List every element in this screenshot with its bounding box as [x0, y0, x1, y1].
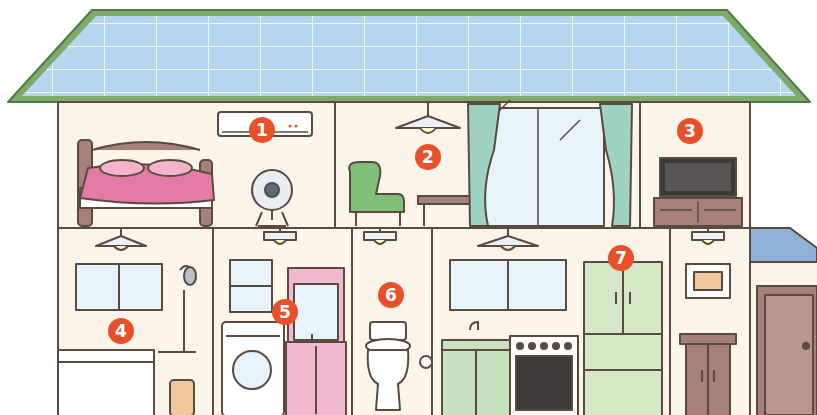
callout-number: 1	[249, 117, 275, 143]
callout-number: 2	[415, 144, 441, 170]
callout-number: 4	[108, 318, 134, 344]
callout-number: 7	[608, 245, 634, 271]
callout-number: 5	[272, 299, 298, 325]
callout-number: 6	[378, 282, 404, 308]
callout-number: 3	[677, 118, 703, 144]
